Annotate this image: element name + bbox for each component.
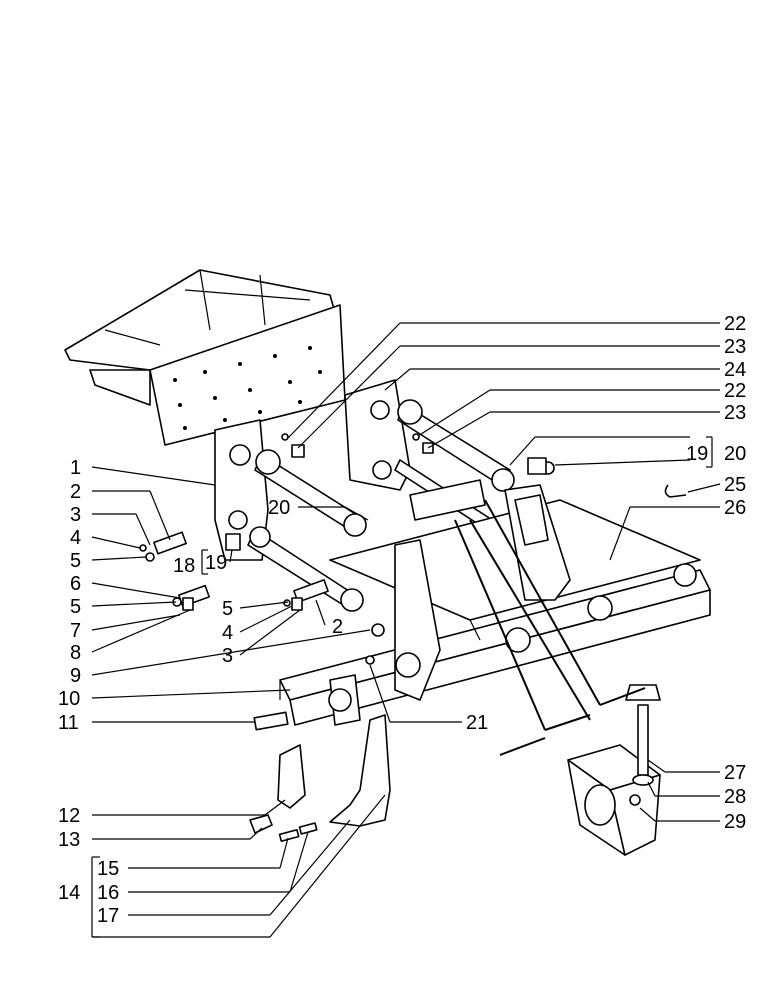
callout-20-right: 20: [724, 443, 746, 465]
callout-19-left: 19: [205, 552, 227, 574]
callout-9: 9: [70, 665, 81, 687]
callout-28: 28: [724, 786, 746, 808]
callout-4: 4: [70, 527, 81, 549]
callout-18: 18: [173, 555, 195, 577]
callout-5b: 5: [70, 596, 81, 618]
callout-17: 17: [97, 905, 119, 927]
callout-21: 21: [466, 712, 488, 734]
callout-22b: 22: [724, 380, 746, 402]
callout-24: 24: [724, 359, 746, 381]
callout-6: 6: [70, 573, 81, 595]
callout-13: 13: [58, 829, 80, 851]
callout-29: 29: [724, 811, 746, 833]
callout-23a: 23: [724, 336, 746, 358]
left-mounting-bracket: [214, 419, 367, 612]
callout-12: 12: [58, 805, 80, 827]
callout-3: 3: [70, 504, 81, 526]
callout-27: 27: [724, 762, 746, 784]
callout-3-center: 3: [222, 645, 233, 667]
tractor-rear-frame: [64, 269, 346, 446]
callout-19-right: 19: [686, 443, 708, 465]
callout-2-center: 2: [332, 616, 343, 638]
callouts-right: 22 23 24 22 23 19 20 25 26 27 28 29: [686, 313, 746, 833]
callout-23b: 23: [724, 402, 746, 424]
callout-14: 14: [58, 882, 80, 904]
callout-1: 1: [70, 457, 81, 479]
clamp-block: [567, 684, 661, 856]
tine-assembly: [249, 714, 391, 842]
callout-20-left: 20: [268, 497, 290, 519]
callout-8: 8: [70, 642, 81, 664]
frame-plate-holes: [173, 346, 322, 430]
callout-4-center: 4: [222, 622, 233, 644]
shank-holders: [328, 479, 697, 726]
callout-25: 25: [724, 474, 746, 496]
callout-10: 10: [58, 688, 80, 710]
callout-5-center: 5: [222, 598, 233, 620]
callout-2: 2: [70, 481, 81, 503]
callouts-center: 20 5 4 3 2 21: [222, 497, 488, 734]
callout-5: 5: [70, 550, 81, 572]
leader-lines: [91, 322, 721, 938]
callout-26: 26: [724, 497, 746, 519]
small-parts: [139, 433, 687, 731]
callout-15: 15: [97, 858, 119, 880]
callout-11: 11: [58, 712, 79, 734]
callout-22a: 22: [724, 313, 746, 335]
callouts-left: 1 2 3 4 5 6 5 7 8 9 10 11 12 13 15 16 17…: [58, 457, 227, 927]
callout-7: 7: [70, 620, 81, 642]
callout-16: 16: [97, 882, 119, 904]
